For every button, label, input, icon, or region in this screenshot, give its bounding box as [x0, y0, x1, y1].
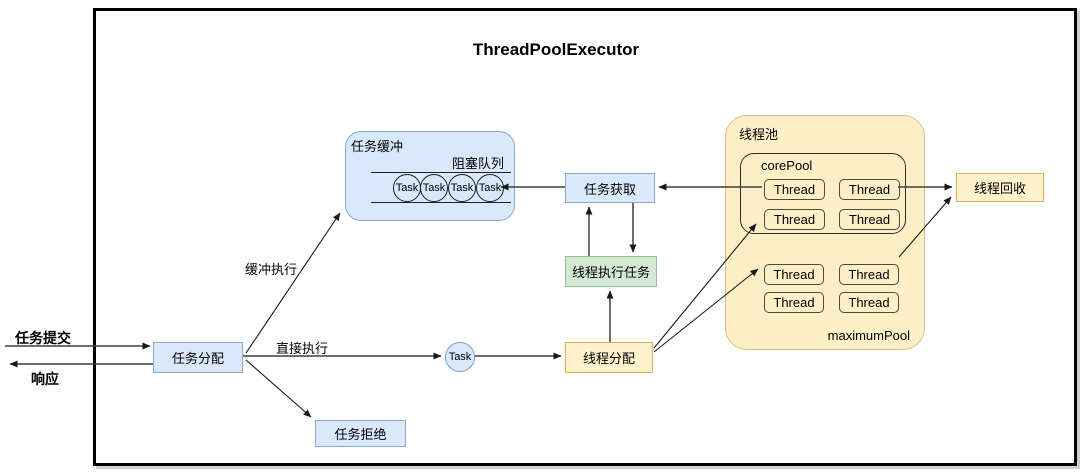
thread-label: Thread	[848, 182, 891, 197]
thread-label: Thread	[773, 295, 815, 310]
core-pool-label: corePool	[761, 158, 813, 173]
node-task-dispatch: 任务分配	[153, 342, 243, 373]
core-thread-box: Thread	[764, 209, 825, 230]
queue-top-line	[371, 172, 511, 173]
core-thread-box: Thread	[839, 179, 900, 200]
task-node-circle: Task	[445, 342, 475, 372]
max-thread-box: Thread	[764, 292, 824, 313]
node-task-dispatch-label: 任务分配	[171, 351, 224, 366]
node-thread-recycle-label: 线程回收	[973, 181, 1026, 196]
direct-exec-label: 直接执行	[276, 341, 329, 356]
task-buffer-container: 任务缓冲 阻塞队列 Task Task Task Task	[345, 131, 515, 221]
queue-bottom-line	[371, 202, 511, 203]
thread-label: Thread	[848, 295, 890, 310]
blocking-queue-label: 阻塞队列	[451, 156, 504, 171]
thread-pool-container: 线程池 corePool Thread Thread Thread Thread…	[725, 115, 925, 350]
maximum-pool-label: maximumPool	[827, 328, 910, 343]
queue-task-circle: Task	[448, 174, 476, 202]
node-task-fetch-label: 任务获取	[583, 181, 636, 197]
node-task-reject: 任务拒绝	[315, 420, 406, 447]
thread-label: Thread	[848, 267, 890, 282]
task-submit-label: 任务提交	[15, 330, 71, 346]
core-thread-box: Thread	[839, 209, 900, 230]
core-thread-box: Thread	[764, 179, 825, 200]
node-thread-dispatch: 线程分配	[565, 342, 653, 373]
core-pool-container: corePool Thread Thread Thread Thread	[740, 153, 906, 234]
node-task-fetch: 任务获取	[565, 173, 655, 203]
max-thread-box: Thread	[839, 264, 899, 285]
node-thread-execute: 线程执行任务	[565, 256, 657, 287]
queue-task-label: Task	[450, 182, 474, 194]
queue-task-label: Task	[395, 182, 419, 194]
task-buffer-label: 任务缓冲	[351, 139, 404, 154]
queue-task-label: Task	[422, 182, 446, 194]
buffer-exec-label: 缓冲执行	[245, 262, 298, 277]
thread-label: Thread	[848, 212, 891, 227]
queue-task-label: Task	[478, 182, 502, 194]
thread-label: Thread	[773, 182, 816, 197]
diagram-title: ThreadPoolExecutor	[472, 40, 640, 59]
max-thread-box: Thread	[764, 264, 824, 285]
diagram-frame	[93, 8, 1077, 466]
queue-task-circle: Task	[420, 174, 448, 202]
queue-task-circle: Task	[476, 174, 504, 202]
node-task-reject-label: 任务拒绝	[334, 427, 387, 442]
thread-pool-label: 线程池	[739, 127, 779, 142]
thread-label: Thread	[773, 267, 815, 282]
queue-task-circle: Task	[393, 174, 421, 202]
node-thread-dispatch-label: 线程分配	[582, 351, 635, 366]
thread-label: Thread	[773, 212, 816, 227]
response-label: 响应	[31, 371, 59, 387]
max-thread-box: Thread	[839, 292, 899, 313]
node-thread-execute-label: 线程执行任务	[571, 265, 650, 280]
task-node-label: Task	[448, 351, 472, 363]
node-thread-recycle: 线程回收	[956, 173, 1044, 202]
